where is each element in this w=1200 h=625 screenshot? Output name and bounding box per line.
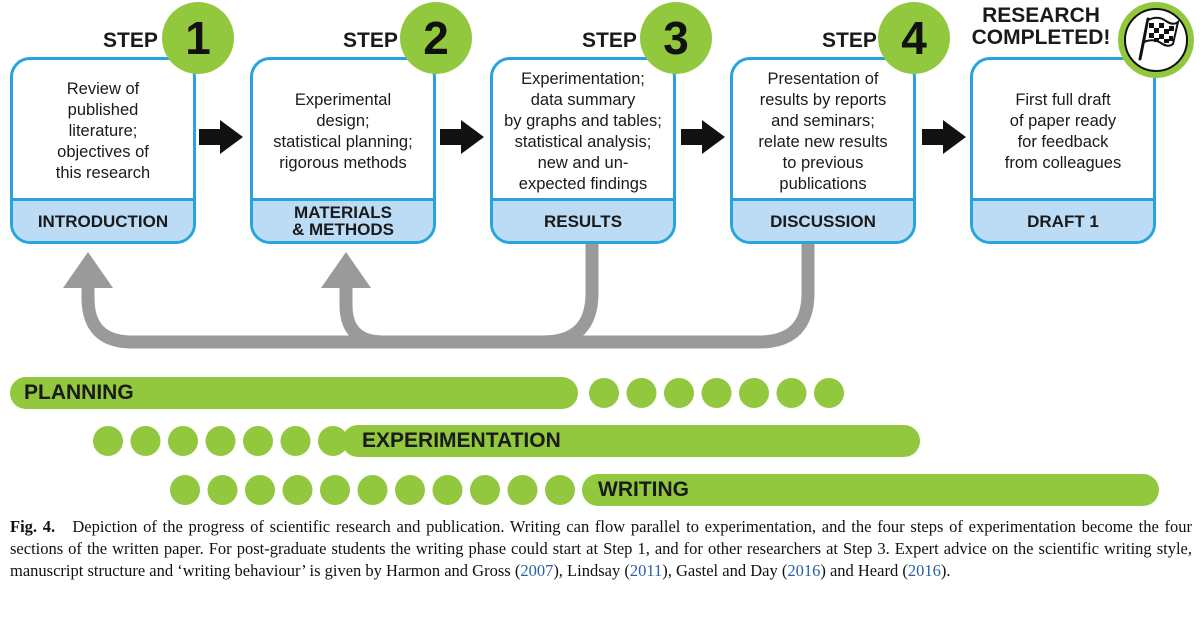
diagram-graphics [10,120,1159,506]
draft-section-label: DRAFT 1 [973,198,1153,241]
planning-dot [664,378,694,408]
citation-link-heard[interactable]: 2016 [907,561,941,580]
feedback-arrowhead-introduction [63,252,113,288]
phase-bars [10,377,1159,506]
writing-dot [545,475,575,505]
planning-dot [626,378,657,408]
arrow-step1-to-step2 [199,120,243,154]
caption-text-part-3: ), Gastel and Day ( [662,561,788,580]
step-4-number-badge: 4 [878,2,950,74]
step-1-section-label: INTRODUCTION [13,198,193,241]
planning-dot [776,378,807,408]
writing-bar [582,474,1159,506]
writing-dot [170,475,200,505]
planning-dot [739,378,769,408]
figure-label: Fig. 4. [10,517,56,536]
step-1-description: Review of published literature; objectiv… [55,80,151,182]
experimentation-dot [318,426,348,456]
writing-label: WRITING [598,478,689,501]
caption-text-part-4: ) and Heard ( [820,561,908,580]
step-3-number-badge: 3 [640,2,712,74]
caption-text-part-1: Depiction of the progress of scientific … [10,517,1192,580]
writing-dot [207,475,238,505]
step-1-label: STEP [103,29,158,52]
step-3-card: Experimentation; data summary by graphs … [490,57,676,244]
step-3-section-label: RESULTS [493,198,673,241]
planning-bar [10,377,578,409]
citation-link-gastel-day[interactable]: 2016 [787,561,821,580]
feedback-arrows [81,244,815,349]
checkered-flag-icon [1124,8,1188,72]
step-2-description: Experimental design; statistical plannin… [273,90,413,172]
step-2-number-badge: 2 [400,2,472,74]
draft-description: First full draft of paper ready for feed… [1004,90,1122,172]
experimentation-dot [130,426,161,456]
writing-dot [320,475,350,505]
feedback-arrowhead-methods [321,252,371,288]
draft-card: First full draft of paper ready for feed… [970,57,1156,244]
writing-dot [245,475,275,505]
experimentation-dot [93,426,123,456]
experimentation-dot [168,426,198,456]
planning-label: PLANNING [24,381,134,404]
writing-dot [282,475,313,505]
research-completed-label: RESEARCH COMPLETED! [971,4,1111,49]
arrow-step4-to-draft [922,120,966,154]
experimentation-bar [342,425,920,457]
step-3-description: Experimentation; data summary by graphs … [504,69,662,193]
step-4-label: STEP [822,29,877,52]
writing-dots [170,475,575,505]
caption-text-part-5: ). [940,561,951,580]
citation-link-harmon-gross[interactable]: 2007 [520,561,554,580]
step-2-card: Experimental design; statistical plannin… [250,57,436,244]
step-2-label: STEP [343,29,398,52]
planning-dot [589,378,619,408]
step-1-number-badge: 1 [162,2,234,74]
arrow-step2-to-step3 [440,120,484,154]
figure-caption: Fig. 4. Depiction of the progress of sci… [10,516,1192,582]
feedback-arrowheads [63,252,371,288]
writing-dot [357,475,388,505]
research-process-diagram: Review of published literature; objectiv… [10,2,1194,506]
writing-dot [470,475,500,505]
writing-dot [395,475,425,505]
completed-badge [1118,2,1194,78]
experimentation-dot [205,426,236,456]
planning-dot [814,378,844,408]
planning-dot [701,378,732,408]
arrow-step3-to-step4 [681,120,725,154]
planning-dots [589,378,844,408]
writing-dot [432,475,463,505]
experimentation-dot [243,426,273,456]
step-3-label: STEP [582,29,637,52]
citation-link-lindsay[interactable]: 2011 [629,561,663,580]
experimentation-dots [93,426,348,456]
step-4-card: Presentation of results by reports and s… [730,57,916,244]
caption-text-part-2: ), Lindsay ( [553,561,630,580]
feedback-arrow-discussion-to-methods [339,244,815,349]
step-2-section-label: MATERIALS & METHODS [253,198,433,241]
step-arrows [199,120,966,154]
step-4-section-label: DISCUSSION [733,198,913,241]
writing-dot [507,475,538,505]
experimentation-dot [280,426,311,456]
experimentation-label: EXPERIMENTATION [362,429,561,452]
step-1-card: Review of published literature; objectiv… [10,57,196,244]
step-4-description: Presentation of results by reports and s… [758,69,888,193]
